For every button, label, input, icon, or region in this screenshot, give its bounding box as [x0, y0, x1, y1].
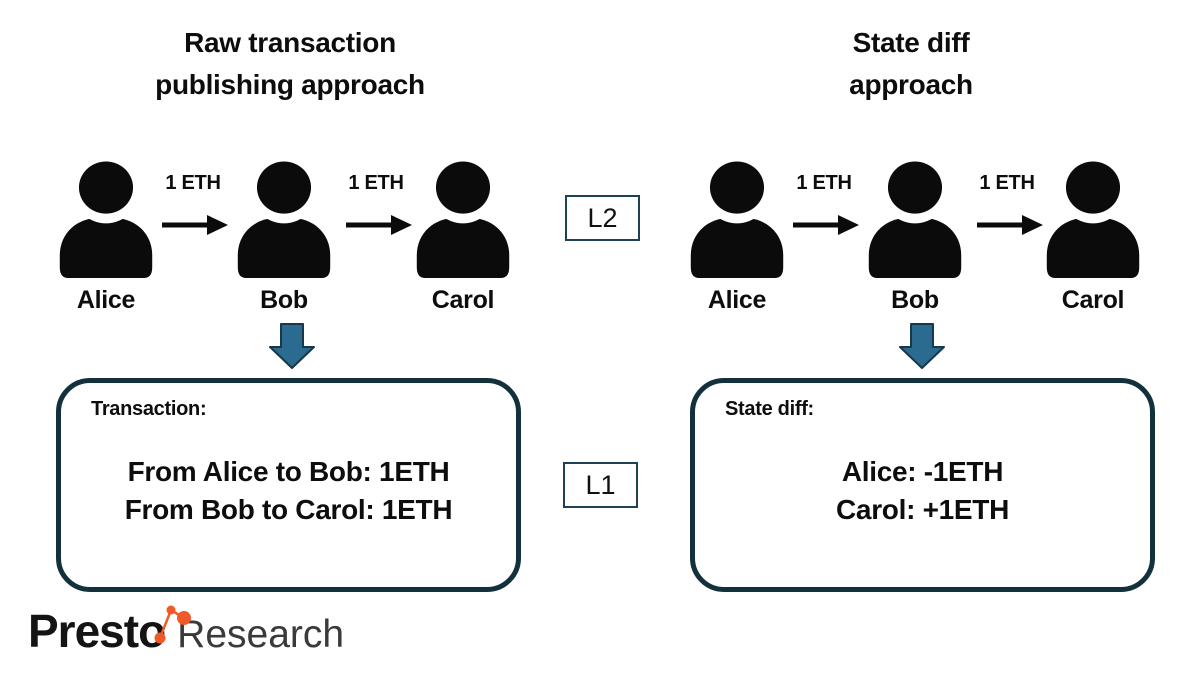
actor-name: Bob — [891, 286, 939, 314]
box-label: Transaction: — [91, 398, 207, 420]
transfer-amount: 1 ETH — [979, 172, 1035, 194]
layer-badge-label: L2 — [587, 202, 618, 233]
box-content: From Alice to Bob: 1ETH From Bob to Caro… — [61, 453, 516, 529]
box-line: From Bob to Carol: 1ETH — [124, 494, 453, 525]
box-content: Alice: -1ETH Carol: +1ETH — [695, 453, 1150, 529]
actor-name: Alice — [707, 286, 767, 314]
layer-badge-l2: L2 — [565, 195, 640, 241]
panel-title-line: Raw transaction — [184, 27, 396, 58]
box-line: Alice: -1ETH — [841, 456, 1004, 487]
arrow-right-icon — [793, 213, 859, 237]
panel-title-line: publishing approach — [155, 69, 425, 100]
panel-title-right: State diff approach — [711, 22, 1111, 106]
transaction-box: Transaction: From Alice to Bob: 1ETH Fro… — [56, 378, 521, 592]
actor-name: Bob — [260, 286, 308, 314]
actor-name: Alice — [76, 286, 136, 314]
actor-name: Carol — [431, 286, 495, 314]
layer-badge-l1: L1 — [563, 462, 638, 508]
presto-research-logo: Presto Research — [28, 604, 1200, 668]
arrow-down-icon — [899, 323, 945, 369]
box-line: From Alice to Bob: 1ETH — [127, 456, 450, 487]
panel-title-line: approach — [849, 69, 973, 100]
arrow-right-icon — [977, 213, 1043, 237]
transfer-amount: 1 ETH — [165, 172, 221, 194]
layer-badge-label: L1 — [585, 469, 616, 500]
actor-name: Carol — [1061, 286, 1125, 314]
arrow-down-icon — [269, 323, 315, 369]
logo-brand: Presto — [28, 605, 166, 657]
panel-title-left: Raw transaction publishing approach — [90, 22, 490, 106]
molecule-dots-icon — [154, 605, 191, 644]
box-line: Carol: +1ETH — [836, 494, 1009, 525]
panel-title-line: State diff — [852, 27, 970, 58]
box-label: State diff: — [725, 398, 814, 420]
transfer-amount: 1 ETH — [348, 172, 404, 194]
state-diff-box: State diff: Alice: -1ETH Carol: +1ETH — [690, 378, 1155, 592]
arrow-right-icon — [162, 213, 228, 237]
transfer-amount: 1 ETH — [796, 172, 852, 194]
logo-suffix: Research — [177, 613, 345, 656]
arrow-right-icon — [346, 213, 412, 237]
